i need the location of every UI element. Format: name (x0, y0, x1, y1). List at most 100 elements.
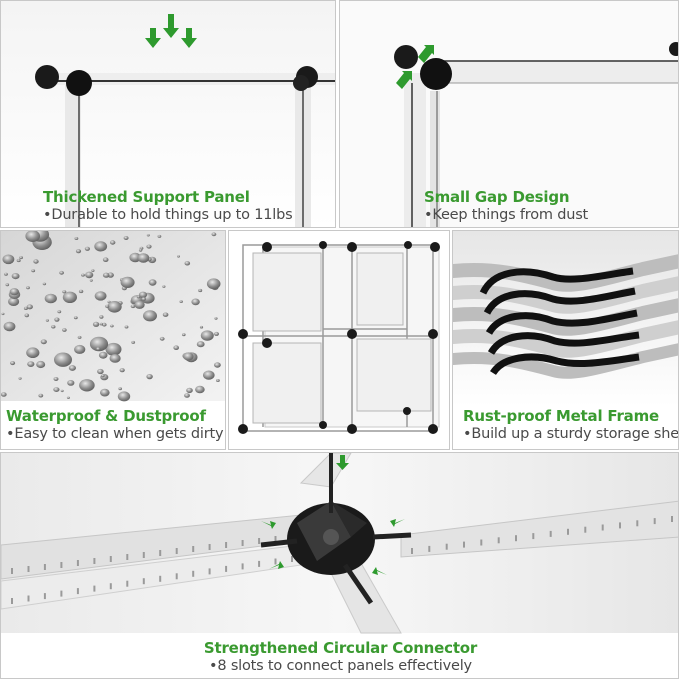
water-droplet (40, 339, 47, 345)
panel-slot (601, 524, 604, 531)
panel-title: Rust-proof Metal Frame (463, 407, 660, 425)
panel-connector: Strengthened Circular Connector •8 slots… (0, 452, 679, 679)
water-droplet (107, 301, 122, 313)
water-droplet (26, 347, 40, 358)
panel-subtitle: •8 slots to connect panels effectively (209, 658, 472, 674)
water-droplet (131, 340, 136, 344)
panel-slot (93, 585, 96, 592)
panel-metal-frame: Rust-proof Metal Frame •Build up a sturd… (452, 230, 679, 450)
panel-slot (208, 568, 211, 575)
water-droplet (102, 272, 110, 278)
arrow-down-icon (163, 14, 179, 38)
water-droplet (162, 285, 166, 288)
panel-title: Waterproof & Dustproof (6, 407, 206, 425)
water-droplet (130, 304, 136, 309)
water-droplet (101, 374, 105, 378)
water-droplet (62, 291, 77, 303)
panel-slot (159, 550, 162, 556)
water-droplet (53, 387, 60, 392)
panel-slot (258, 560, 261, 567)
water-droplet (31, 269, 36, 273)
panel-slot (636, 520, 639, 527)
water-droplet (98, 351, 108, 359)
water-droplet (177, 255, 180, 258)
water-droplet (105, 304, 110, 308)
water-droplet (74, 237, 79, 240)
water-droplet (57, 310, 62, 314)
water-droplet (148, 279, 157, 286)
panel-slot (142, 552, 145, 558)
water-droplet (1, 392, 7, 397)
water-droplet (100, 388, 110, 397)
panel-slot (567, 528, 569, 535)
water-droplet (203, 370, 215, 380)
panel-slot (671, 516, 673, 522)
panel-slot (27, 595, 30, 602)
water-droplet (138, 248, 143, 252)
panel-title: Thickened Support Panel (43, 188, 250, 206)
water-droplet (33, 259, 39, 264)
panel-slot (43, 593, 46, 600)
caption-metal-frame: Rust-proof Metal Frame •Build up a sturd… (463, 407, 678, 444)
water-droplet (78, 289, 84, 294)
caption-support-panel: Thickened Support Panel •Durable to hold… (43, 188, 293, 225)
water-droplet (199, 325, 204, 329)
water-droplet (42, 282, 47, 286)
water-droplet (75, 249, 82, 254)
water-droplet (196, 341, 205, 348)
water-droplet (73, 316, 78, 320)
panel-title: Small Gap Design (424, 188, 570, 206)
small-gap-illustration (340, 1, 678, 227)
water-droplet (97, 368, 104, 375)
water-droplet (84, 246, 90, 251)
water-droplet (45, 319, 50, 322)
water-droplet (105, 342, 122, 356)
caption-waterproof: Waterproof & Dustproof •Easy to clean wh… (6, 407, 224, 444)
panel-slot (497, 537, 500, 544)
water-droplet (53, 377, 59, 381)
panel-slot (549, 530, 552, 537)
panel-small-gap: Small Gap Design •Keep things from dust (339, 0, 679, 228)
water-droplet (81, 273, 85, 277)
water-droplet (143, 310, 157, 322)
panel-slot (225, 565, 228, 572)
arrow-icon (396, 71, 412, 89)
panel-slot (258, 538, 261, 544)
panel-subtitle: •Durable to hold things up to 11lbs (43, 207, 293, 223)
water-droplet (60, 389, 64, 393)
panel-slot (11, 598, 13, 604)
water-droplet (38, 393, 44, 398)
water-droplet (54, 352, 72, 367)
arrow-icon (269, 561, 284, 569)
water-droplet (214, 331, 219, 336)
water-droplet (92, 321, 100, 327)
panel-subtitle: •Easy to clean when gets dirty (6, 426, 224, 442)
panel-slot (480, 539, 483, 546)
water-droplet (119, 368, 125, 373)
cube-shelf-illustration (229, 231, 449, 449)
panel-slot (241, 563, 244, 570)
water-droplet (184, 393, 190, 398)
water-droplets-illustration (1, 231, 225, 402)
water-droplet (186, 387, 193, 394)
water-droplet (96, 347, 101, 351)
water-droplet (8, 297, 20, 306)
panel-slot (76, 560, 79, 566)
water-droplet (137, 253, 150, 263)
arrow-icon (261, 521, 276, 529)
water-droplet (182, 333, 186, 337)
water-droplet (120, 276, 135, 288)
water-droplet (19, 256, 23, 260)
water-droplet (146, 234, 150, 237)
panel-slot (532, 533, 535, 540)
panel-slot (76, 588, 79, 595)
water-droplet (2, 254, 15, 265)
water-droplet (3, 321, 16, 332)
water-droplet (141, 297, 146, 301)
support-panel-illustration (1, 1, 335, 227)
water-droplet (110, 324, 114, 328)
water-droplet (162, 312, 169, 317)
panel-slot (27, 566, 30, 572)
water-droplet (124, 325, 129, 329)
arrow-icon (372, 567, 387, 575)
